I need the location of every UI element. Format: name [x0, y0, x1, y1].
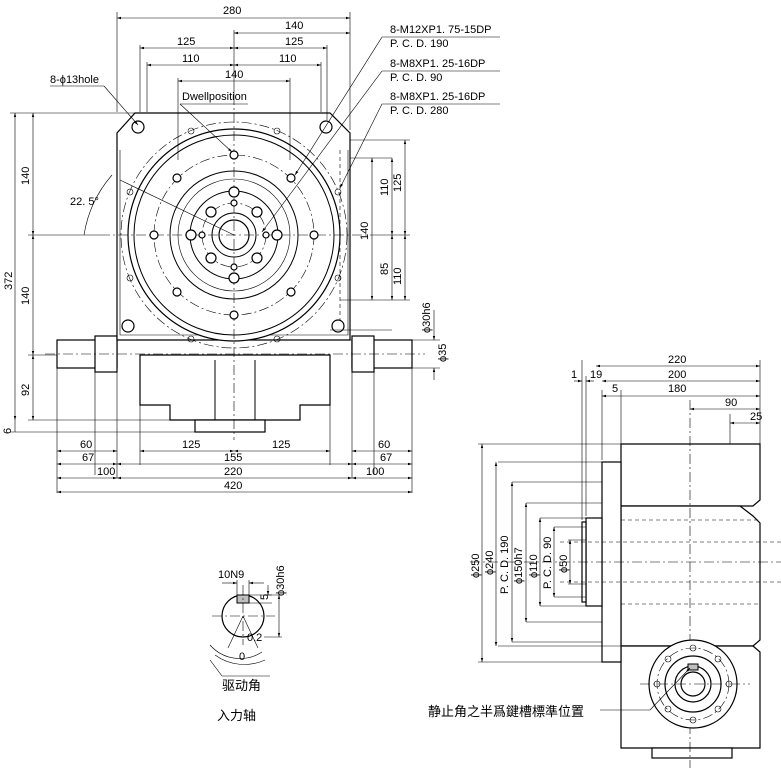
- dim-side-180: 180: [668, 383, 686, 395]
- dim-phi240: ϕ240: [484, 550, 496, 575]
- dim-140-upper: 140: [20, 167, 32, 185]
- dim-85: 85: [379, 263, 391, 275]
- dim-140-lower: 140: [20, 287, 32, 305]
- dim-side-220: 220: [668, 354, 686, 366]
- dim-pcd-90-side: P. C. D. 90: [542, 537, 554, 589]
- corner-hole: [121, 319, 135, 333]
- side-base: [651, 747, 733, 759]
- dim-phi250: ϕ250: [470, 553, 482, 578]
- callout-dwell-position: Dwellposition: [182, 91, 247, 103]
- dim-phi110: ϕ110: [528, 554, 540, 578]
- dim-60-right: 60: [378, 439, 390, 451]
- dim-side-1: 1: [571, 369, 577, 381]
- keyway-position-note: 静止角之半爲鍵槽標準位置: [428, 704, 584, 719]
- dim-67-left: 67: [82, 452, 94, 464]
- dim-100-right: 100: [366, 466, 384, 478]
- corner-hole: [131, 120, 145, 134]
- dim-side-25: 25: [750, 411, 762, 423]
- pcd-90-holes: [185, 186, 283, 284]
- side-housing-top: [620, 443, 761, 507]
- side-housing-main: [620, 505, 761, 647]
- dim-side-5: 5: [612, 383, 618, 395]
- dim-140-mid: 140: [225, 69, 243, 81]
- dim-280: 280: [223, 5, 241, 17]
- dim-110-left: 110: [182, 53, 200, 65]
- pcd-280-holes: [126, 127, 342, 343]
- dim-420: 420: [224, 480, 242, 492]
- corner-hole: [319, 120, 333, 134]
- corner-hole: [331, 319, 345, 333]
- callout-m12-thread: 8-M12XP1. 75-15DP: [390, 24, 492, 36]
- dim-110-right: 110: [279, 53, 297, 65]
- callout-corner-holes: 8-ϕ13hole: [50, 74, 99, 86]
- side-view: 220 1 19 200 5 180 90 25 ϕ250 ϕ240 P. C.…: [428, 354, 781, 768]
- front-view: 280 140 125 125 110 110 140 372 140 140 …: [2, 5, 500, 494]
- dim-140-right: 140: [359, 222, 371, 240]
- dim-100-left: 100: [97, 466, 115, 478]
- dim-10n9: 10N9: [218, 569, 244, 581]
- dim-side-90: 90: [725, 397, 737, 409]
- dim-125-bottom-right: 125: [272, 439, 290, 451]
- callout-pcd-90: P. C. D. 90: [390, 72, 442, 84]
- angle-0-2: 0.2: [247, 632, 262, 644]
- dim-phi35: ϕ35: [437, 344, 449, 362]
- dim-side-200: 200: [668, 369, 686, 381]
- dim-372: 372: [3, 272, 15, 290]
- dim-110-right-upper: 110: [379, 178, 391, 196]
- dim-125-right: 125: [285, 36, 303, 48]
- dim-125-right: 125: [392, 174, 404, 192]
- callout-m8-thread-2: 8-M8XP1. 25-16DP: [390, 91, 485, 103]
- shaft-detail: 10N9 5 ϕ30h6 0.2 0 驱动角 入力轴: [209, 565, 287, 723]
- dim-shaft-phi30h6: ϕ30h6: [275, 565, 287, 596]
- angle-22-5: 22. 5°: [70, 196, 99, 208]
- dim-phi30h6: ϕ30h6: [421, 302, 433, 333]
- dim-67-right: 67: [380, 452, 392, 464]
- dim-110-right-lower: 110: [392, 267, 404, 285]
- angle-0: 0: [239, 651, 245, 663]
- dim-phi50: ϕ50: [558, 555, 570, 573]
- lower-housing: [139, 354, 331, 421]
- drive-angle-label: 驱动角: [222, 678, 261, 693]
- dim-140-top: 140: [285, 20, 303, 32]
- callout-pcd-190: P. C. D. 190: [390, 38, 449, 50]
- dim-220: 220: [224, 466, 242, 478]
- dim-60-left: 60: [80, 439, 92, 451]
- callout-pcd-280: P. C. D. 280: [390, 105, 449, 117]
- dim-side-19: 19: [590, 369, 602, 381]
- dim-phi150h7: ϕ150h7: [513, 547, 525, 584]
- dim-155: 155: [224, 452, 242, 464]
- dim-5: 5: [259, 594, 271, 600]
- dim-6: 6: [2, 428, 14, 434]
- base-plate: [194, 419, 266, 433]
- dim-pcd-190-side: P. C. D. 190: [499, 536, 511, 595]
- dim-125-bottom-left: 125: [182, 439, 200, 451]
- pcd-190-holes: [149, 150, 319, 320]
- input-shaft-title: 入力轴: [217, 708, 256, 723]
- callout-m8-thread-1: 8-M8XP1. 25-16DP: [390, 58, 485, 70]
- dim-125-left: 125: [177, 36, 195, 48]
- dim-92: 92: [20, 384, 32, 396]
- side-boss-holes: [653, 644, 733, 724]
